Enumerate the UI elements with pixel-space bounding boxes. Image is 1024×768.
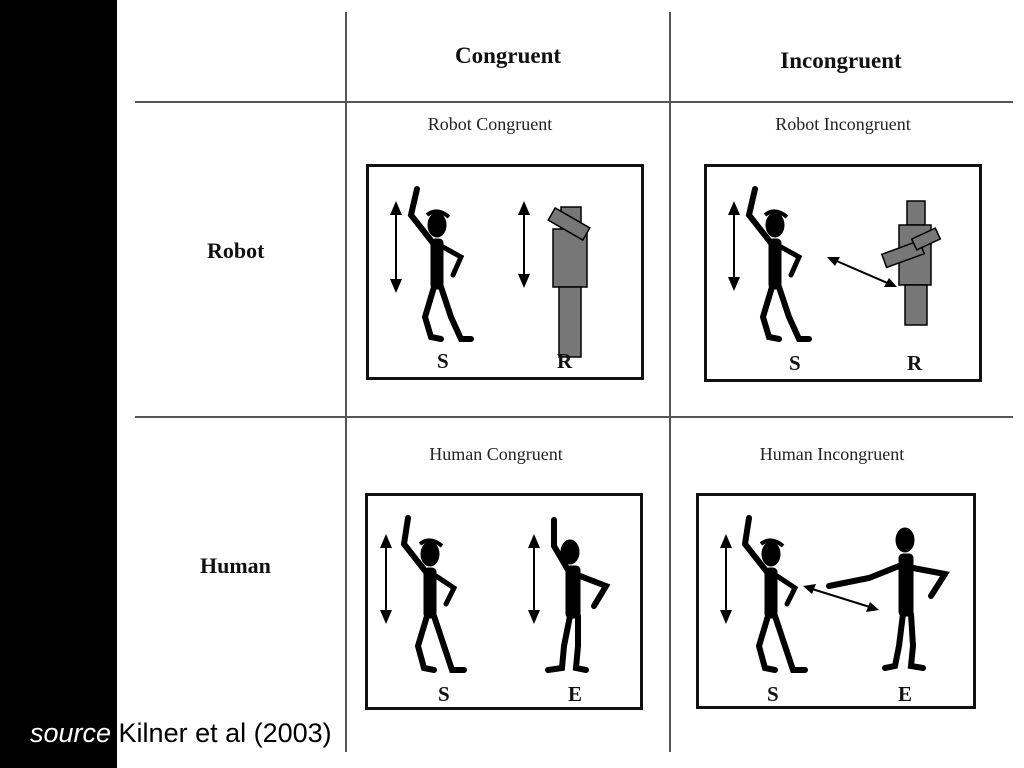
left-black-bar — [0, 0, 117, 768]
stick-figure-subject — [407, 186, 474, 342]
cell-title-robot-incongruent: Robot Incongruent — [775, 114, 911, 134]
robot-incongruent-figures — [728, 186, 942, 342]
label-e: E — [568, 682, 583, 706]
double-arrow-vertical — [720, 534, 732, 624]
double-arrow-diagonal — [803, 584, 879, 612]
label-e: E — [898, 682, 913, 706]
stick-figure-subject — [745, 186, 812, 342]
stick-figure-experimenter — [826, 527, 950, 671]
double-arrow-vertical — [380, 534, 392, 624]
row-header-human: Human — [200, 553, 271, 578]
label-s: S — [789, 351, 801, 375]
panel-human-congruent: S E — [365, 493, 643, 710]
vertical-rule-1 — [345, 12, 347, 752]
panel-human-incongruent: S E — [696, 493, 976, 709]
double-arrow-diagonal — [827, 257, 897, 287]
label-s: S — [767, 682, 779, 706]
double-arrow-vertical — [728, 201, 740, 291]
robot-congruent-figures — [390, 186, 591, 358]
source-caption: source Kilner et al (2003) — [30, 718, 332, 749]
double-arrow-vertical — [390, 201, 402, 293]
cell-title-human-congruent: Human Congruent — [429, 444, 563, 464]
horizontal-rule-1 — [135, 101, 1013, 103]
double-arrow-vertical-2 — [528, 534, 540, 624]
stick-figure-experimenter — [545, 517, 611, 673]
stick-figure-subject — [400, 515, 467, 673]
panel-robot-incongruent: S R — [704, 164, 982, 382]
source-prefix: source — [30, 718, 112, 748]
block-robot — [547, 206, 591, 358]
block-robot — [880, 200, 942, 326]
label-s: S — [438, 682, 450, 706]
row-header-robot: Robot — [207, 238, 265, 263]
column-header-congruent: Congruent — [454, 43, 562, 68]
horizontal-rule-2 — [135, 416, 1013, 418]
column-header-incongruent: Incongruent — [780, 48, 902, 73]
human-congruent-figures — [380, 515, 611, 673]
double-arrow-vertical-2 — [518, 201, 530, 288]
label-r: R — [907, 351, 923, 375]
stick-figure-subject — [741, 515, 808, 673]
panel-robot-congruent: S R — [366, 164, 644, 380]
label-r: R — [557, 349, 573, 373]
vertical-rule-2 — [669, 12, 671, 752]
cell-title-robot-congruent: Robot Congruent — [427, 114, 553, 134]
human-incongruent-figures — [720, 515, 950, 673]
label-s: S — [437, 349, 449, 373]
source-text: Kilner et al (2003) — [111, 718, 332, 748]
cell-title-human-incongruent: Human Incongruent — [759, 444, 905, 464]
